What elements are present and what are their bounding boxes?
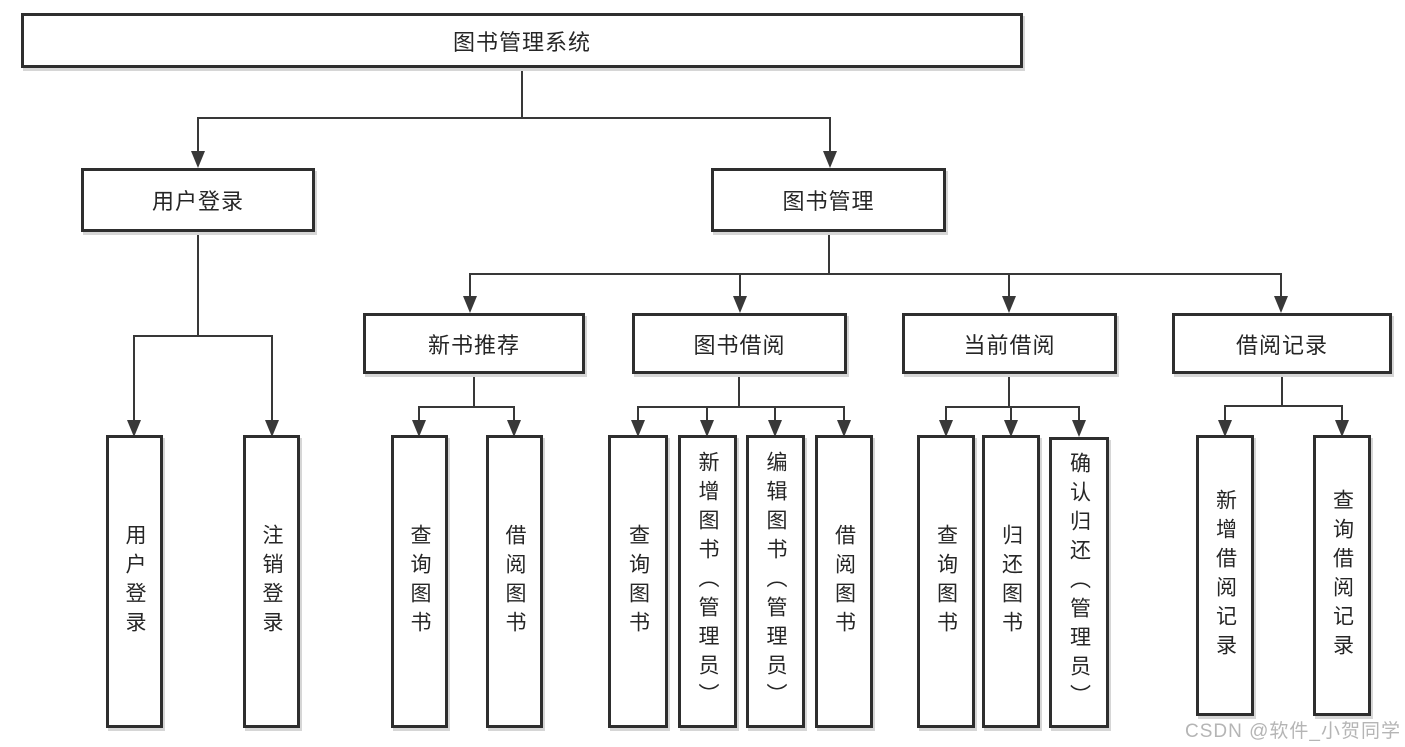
node-label: 借阅图书 <box>503 523 526 640</box>
connector-line <box>1008 374 1010 406</box>
arrowhead-icon <box>631 420 645 437</box>
node-label: 用户登录 <box>151 189 244 214</box>
connector-line <box>418 406 515 408</box>
connector-line <box>473 374 475 406</box>
arrowhead-icon <box>823 151 837 168</box>
arrowhead-icon <box>1218 420 1232 437</box>
connector-line <box>197 117 831 119</box>
connector-line <box>513 406 515 421</box>
connector-line <box>271 335 273 421</box>
connector-line <box>469 273 1282 275</box>
leaf-logout: 注销登录 <box>243 435 300 728</box>
connector-line <box>1224 405 1343 407</box>
arrowhead-icon <box>1072 420 1086 437</box>
arrowhead-icon <box>1335 420 1349 437</box>
arrowhead-icon <box>837 420 851 437</box>
arrowhead-icon <box>733 296 747 313</box>
arrowhead-icon <box>265 420 279 437</box>
node-label: 新增图书（管理员） <box>696 451 719 712</box>
connector-line <box>133 335 272 337</box>
connector-line <box>829 117 831 153</box>
node-label: 查询借阅记录 <box>1330 488 1354 663</box>
node-label: 借阅图书 <box>832 523 856 640</box>
connector-line <box>521 68 523 118</box>
connector-line <box>1341 405 1343 421</box>
connector-line <box>945 406 1080 408</box>
node-label: 用户登录 <box>123 523 146 640</box>
leaf-add-borrow-record: 新增借阅记录 <box>1196 435 1254 716</box>
connector-line <box>1281 374 1283 405</box>
connector-line <box>637 406 845 408</box>
arrowhead-icon <box>412 420 426 437</box>
connector-line <box>133 335 135 421</box>
connector-line <box>418 406 420 421</box>
node-label: 新书推荐 <box>427 332 520 358</box>
arrowhead-icon <box>768 420 782 437</box>
node-label: 注销登录 <box>260 523 283 640</box>
arrowhead-icon <box>700 420 714 437</box>
arrowhead-icon <box>463 296 477 313</box>
leaf-query-books-3: 查询图书 <box>917 435 975 728</box>
leaf-confirm-return-admin: 确认归还（管理员） <box>1049 437 1109 728</box>
leaf-edit-books-admin: 编辑图书（管理员） <box>746 435 805 728</box>
node-borrow-records: 借阅记录 <box>1172 313 1392 374</box>
connector-line <box>828 232 830 275</box>
node-label: 查询图书 <box>408 523 431 640</box>
node-label: 确认归还（管理员） <box>1067 452 1091 713</box>
connector-line <box>197 232 199 335</box>
leaf-query-books-2: 查询图书 <box>608 435 668 728</box>
watermark: CSDN @软件_小贺同学 <box>1185 721 1401 742</box>
node-label: 查询图书 <box>934 523 958 640</box>
node-label: 归还图书 <box>999 523 1023 640</box>
leaf-user-login: 用户登录 <box>106 435 163 728</box>
leaf-borrow-books-2: 借阅图书 <box>815 435 873 728</box>
arrowhead-icon <box>507 420 521 437</box>
node-label: 图书管理系统 <box>452 29 591 55</box>
connector-line <box>738 374 740 406</box>
connector-line <box>1078 406 1080 421</box>
arrowhead-icon <box>939 420 953 437</box>
node-book-borrow: 图书借阅 <box>632 313 847 374</box>
connector-line <box>1010 406 1012 421</box>
connector-line <box>1008 273 1010 299</box>
node-label: 借阅记录 <box>1235 332 1328 358</box>
arrowhead-icon <box>1274 296 1288 313</box>
connector-line <box>706 406 708 421</box>
leaf-query-books-1: 查询图书 <box>391 435 448 728</box>
arrowhead-icon <box>127 420 141 437</box>
leaf-return-books: 归还图书 <box>982 435 1040 728</box>
node-user-login: 用户登录 <box>81 168 315 232</box>
connector-line <box>945 406 947 421</box>
connector-line <box>197 117 199 153</box>
node-label: 图书借阅 <box>693 332 786 358</box>
connector-line <box>843 406 845 421</box>
connector-line <box>637 406 639 421</box>
arrowhead-icon <box>191 151 205 168</box>
node-label: 新增借阅记录 <box>1213 488 1237 663</box>
connector-line <box>774 406 776 421</box>
node-new-book-recommend: 新书推荐 <box>363 313 585 374</box>
connector-line <box>1224 405 1226 421</box>
leaf-borrow-books-1: 借阅图书 <box>486 435 543 728</box>
arrowhead-icon <box>1004 420 1018 437</box>
node-label: 查询图书 <box>626 523 650 640</box>
arrowhead-icon <box>1002 296 1016 313</box>
connector-line <box>1280 273 1282 299</box>
node-label: 图书管理 <box>782 189 875 214</box>
node-book-management: 图书管理 <box>711 168 946 232</box>
leaf-query-borrow-record: 查询借阅记录 <box>1313 435 1371 716</box>
connector-line <box>739 273 741 299</box>
connector-line <box>469 273 471 299</box>
node-current-borrow: 当前借阅 <box>902 313 1117 374</box>
leaf-add-books-admin: 新增图书（管理员） <box>678 435 737 728</box>
node-root-system: 图书管理系统 <box>21 13 1023 68</box>
node-label: 当前借阅 <box>963 332 1056 358</box>
node-label: 编辑图书（管理员） <box>764 451 787 712</box>
